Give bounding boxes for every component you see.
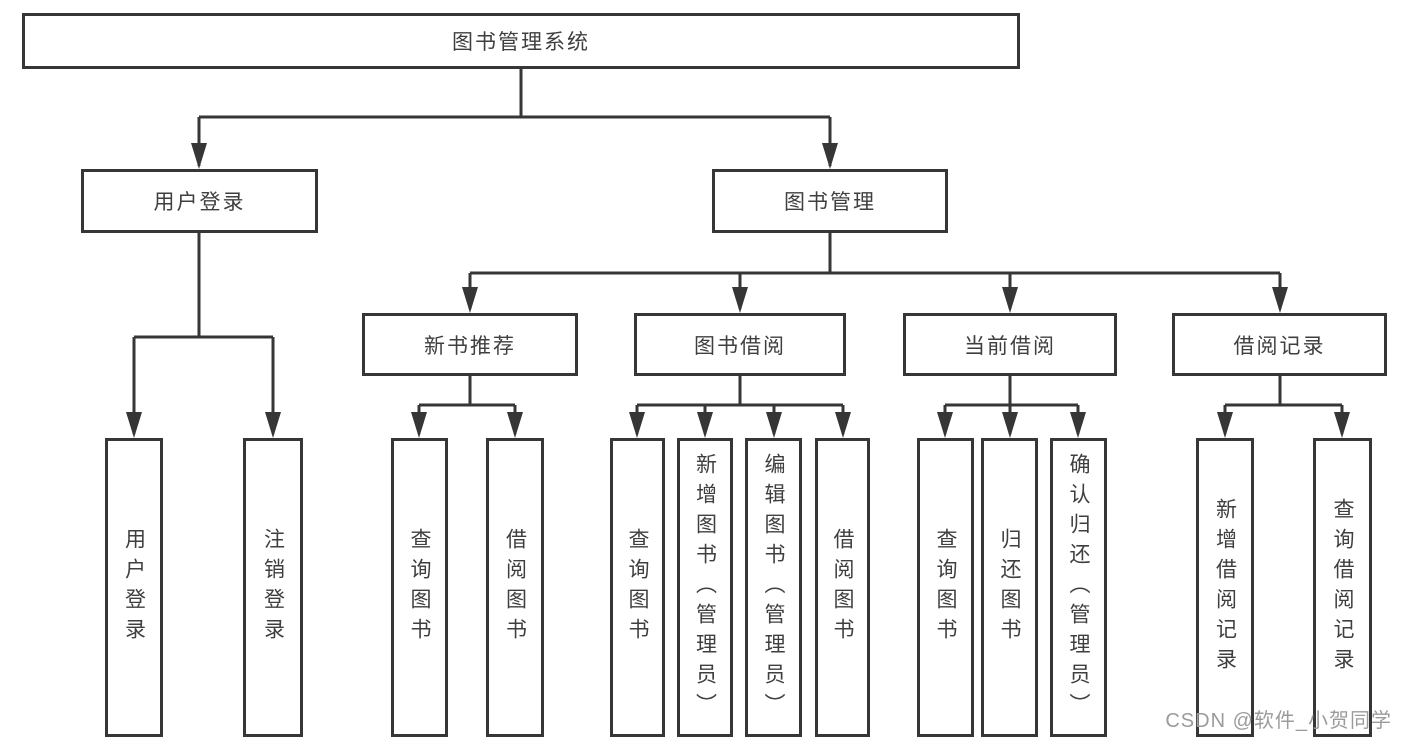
leaf-user-login: 用户登录: [105, 438, 163, 737]
leaf-query-books-current: 查询图书: [917, 438, 974, 737]
connector-user-login-to-leaves: [132, 233, 275, 434]
leaf-query-books-recommend: 查询图书: [391, 438, 448, 737]
node-new-book-recommend: 新书推荐: [362, 313, 578, 376]
leaf-borrow-books: 借阅图书: [815, 438, 870, 737]
node-book-management: 图书管理: [712, 169, 948, 233]
leaf-edit-book-admin: 编辑图书（管理员）: [745, 438, 802, 737]
watermark: CSDN @软件_小贺同学: [1165, 710, 1392, 732]
leaf-borrow-books-recommend: 借阅图书: [486, 438, 544, 737]
leaf-add-borrow-record: 新增借阅记录: [1196, 438, 1254, 737]
leaf-return-books: 归还图书: [981, 438, 1038, 737]
leaf-query-borrow-record: 查询借阅记录: [1313, 438, 1372, 737]
connector-new-book-to-leaves: [417, 376, 517, 434]
leaf-query-books-borrow: 查询图书: [610, 438, 665, 737]
node-root: 图书管理系统: [22, 13, 1020, 69]
node-book-borrow: 图书借阅: [634, 313, 846, 376]
leaf-confirm-return-admin: 确认归还（管理员）: [1050, 438, 1107, 737]
connector-root-to-level2: [197, 69, 832, 166]
node-current-borrow: 当前借阅: [903, 313, 1117, 376]
node-user-login: 用户登录: [81, 169, 318, 233]
arrowheads: [126, 143, 1350, 438]
leaf-add-book-admin: 新增图书（管理员）: [677, 438, 733, 737]
connector-borrow-record-to-leaves: [1223, 376, 1344, 434]
connector-book-management-to-level3: [468, 233, 1282, 309]
leaf-logout: 注销登录: [243, 438, 303, 737]
connector-book-borrow-to-leaves: [635, 376, 845, 434]
node-borrow-records: 借阅记录: [1172, 313, 1387, 376]
